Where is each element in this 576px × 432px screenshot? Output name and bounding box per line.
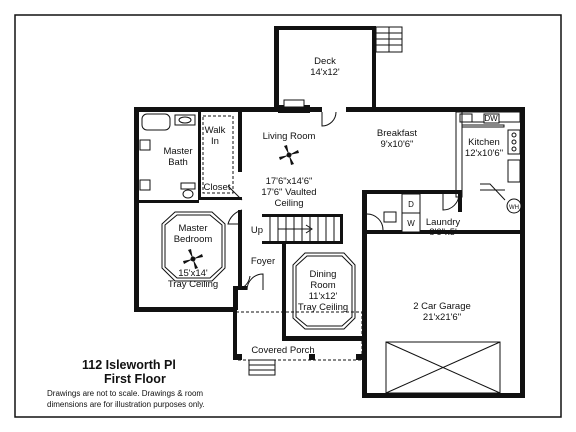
toilet-icon: [180, 182, 196, 190]
walk-in-label-2: In: [211, 136, 219, 147]
master-bedroom-label-1: Master: [178, 223, 207, 234]
washer: [401, 212, 421, 233]
front-door: [246, 273, 264, 291]
master-bedroom-dims: 15'x14': [178, 268, 208, 279]
garage-label: 2 Car Garage: [413, 301, 471, 312]
dw-label: DW: [484, 114, 498, 123]
interior-stairs: [269, 217, 335, 241]
porch-steps: [248, 359, 276, 376]
covered-porch: [235, 311, 363, 376]
living-room-label: Living Room: [263, 131, 316, 142]
dishwasher: [483, 113, 500, 124]
bathtub-icon: [141, 113, 171, 131]
sink-icon: [459, 113, 473, 123]
exterior-walls: [134, 99, 525, 398]
water-heater-icon: [506, 198, 522, 214]
master-bath-label-2: Bath: [168, 157, 188, 168]
floor-title: First Floor: [104, 372, 166, 386]
dining-room-dims: 11'x12': [309, 291, 338, 302]
kitchen-label: Kitchen: [468, 137, 500, 148]
closet-label: Closet: [204, 182, 231, 193]
interior-walls: [139, 112, 462, 341]
up-label: Up: [251, 225, 263, 236]
living-room-note-1: 17'6" Vaulted: [261, 187, 316, 198]
bedroom-tray-ceiling: [161, 211, 226, 282]
deck-dims: 14'x12': [310, 67, 340, 78]
bedroom-door: [227, 209, 243, 225]
master-bath-label-1: Master: [163, 146, 192, 157]
disclaimer-line-1: Drawings are not to scale. Drawings & ro…: [47, 389, 203, 398]
water-heater-label: WH: [509, 205, 519, 211]
garage-door-swing: [366, 213, 384, 231]
dining-room-note: Tray Ceiling: [298, 302, 348, 313]
dining-tray-ceiling: [292, 252, 356, 330]
kitchen-dims: 12'x10'6": [465, 148, 503, 159]
stove-icon: [507, 129, 521, 155]
dryer-label: D: [408, 200, 414, 209]
foyer-label: Foyer: [251, 256, 275, 267]
living-room-note-2: Ceiling: [274, 198, 303, 209]
washer-label: W: [407, 219, 415, 228]
laundry-door: [442, 193, 460, 211]
master-bedroom-label-2: Bedroom: [174, 234, 213, 245]
living-room-dims: 17'6"x14'6": [266, 176, 313, 187]
garage-dims: 21'x21'6": [423, 312, 461, 323]
living-fan-icon: [279, 145, 299, 165]
walk-in-label-1: Walk: [205, 125, 226, 136]
fridge-icon: [507, 159, 521, 183]
deck: [274, 26, 403, 108]
fireplace: [283, 99, 305, 108]
kitchen-cabinets: [455, 111, 521, 201]
covered-porch-label: Covered Porch: [251, 345, 314, 356]
disclaimer-line-2: dimensions are for illustration purposes…: [47, 400, 205, 409]
address-title: 112 Isleworth Pl: [82, 358, 176, 372]
breakfast-dims: 9'x10'6": [381, 139, 414, 150]
laundry-label: Laundry: [426, 217, 461, 228]
vanity: [174, 114, 196, 126]
utility-sink: [383, 211, 397, 223]
walk-in-shelf: [202, 115, 234, 194]
master-bedroom-note: Tray Ceiling: [168, 279, 218, 290]
laundry-dims: 8'6"x5': [429, 227, 457, 238]
deck-label: Deck: [314, 56, 336, 67]
page-frame: [14, 14, 562, 418]
deck-door: [321, 111, 337, 127]
bedroom-fan-icon: [183, 249, 203, 269]
breakfast-label: Breakfast: [377, 128, 417, 139]
dining-room-label-2: Room: [310, 280, 335, 291]
dining-room-label-1: Dining: [310, 269, 337, 280]
